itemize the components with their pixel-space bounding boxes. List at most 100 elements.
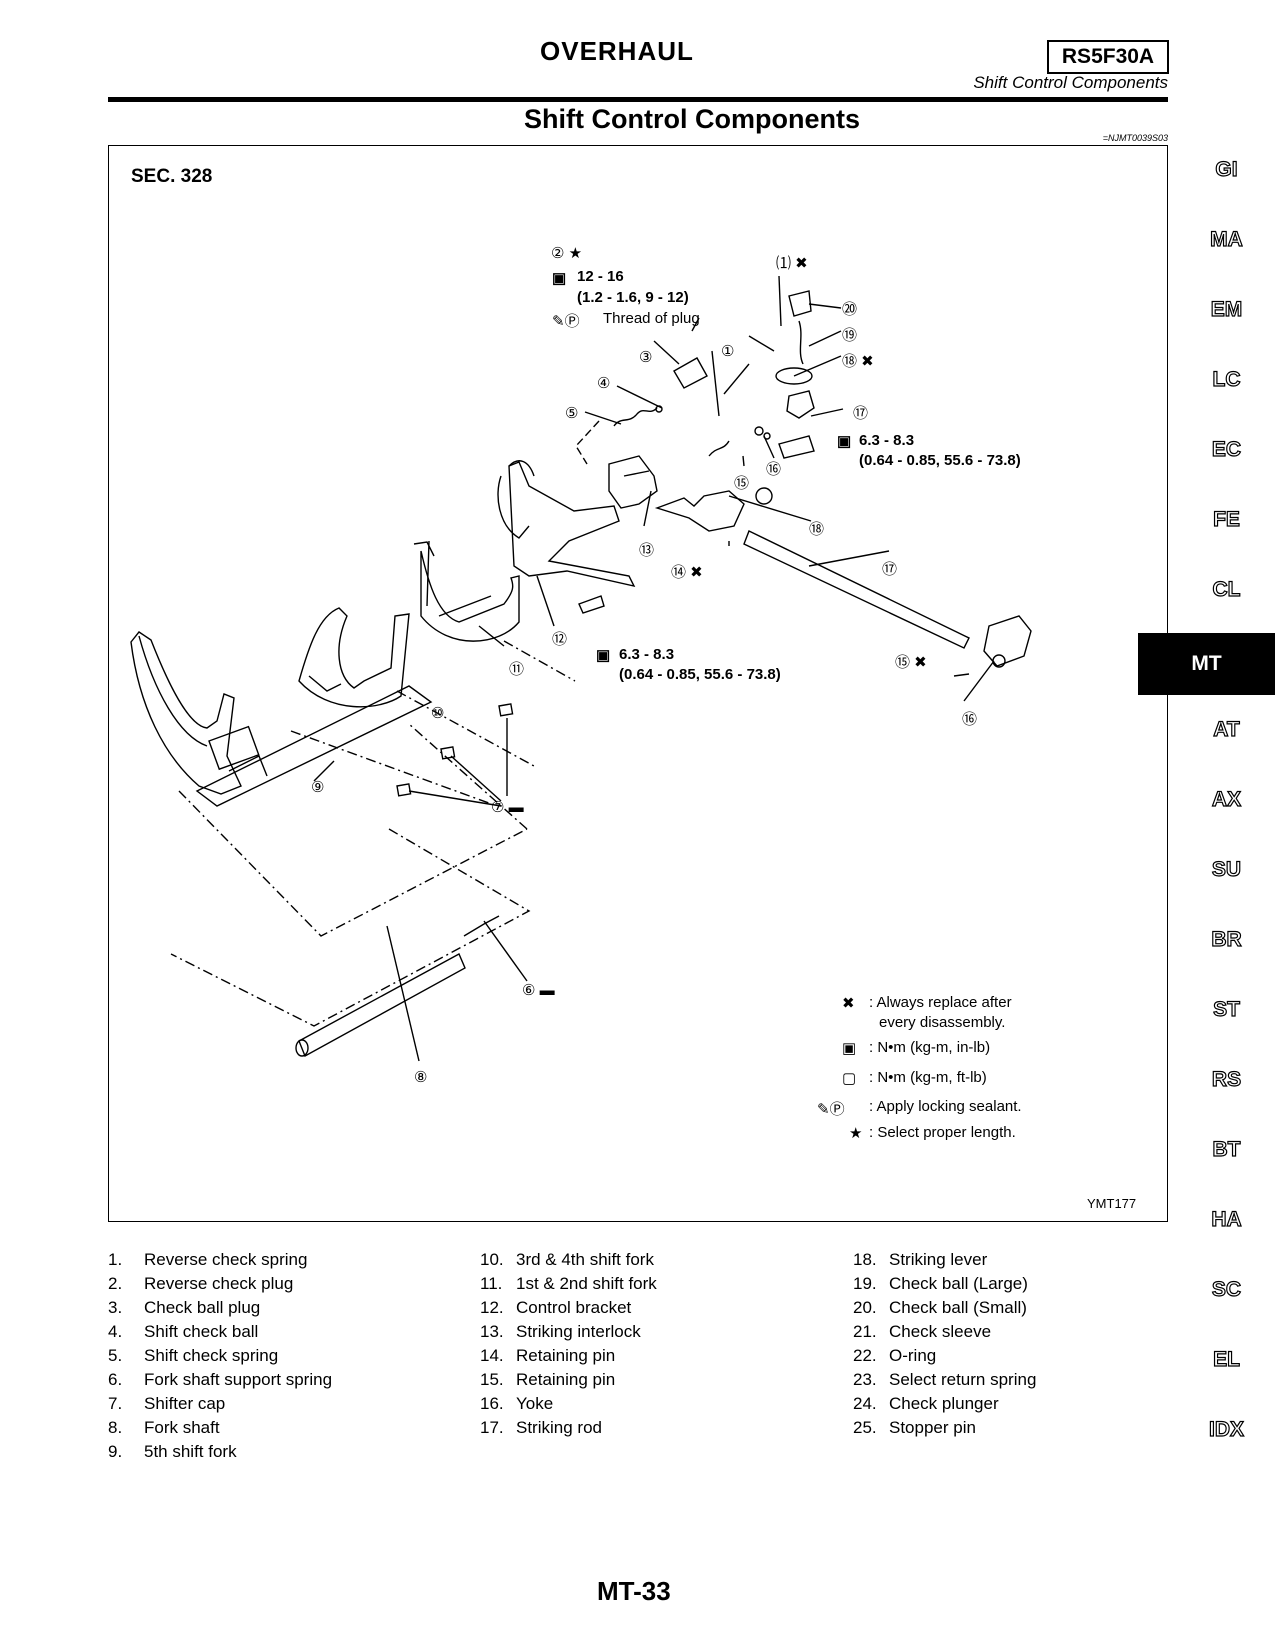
torque-icon-b: ▣ (596, 647, 611, 664)
torque-b-conversion: (0.64 - 0.85, 55.6 - 73.8) (619, 666, 781, 683)
figure-code: YMT177 (1087, 1196, 1137, 1211)
tab-gi[interactable]: GI (1215, 157, 1238, 181)
callout-1: ① (721, 343, 735, 360)
tab-sc[interactable]: SC (1211, 1277, 1242, 1301)
tab-rs[interactable]: RS (1211, 1067, 1242, 1091)
torque-icon-a: ▣ (837, 433, 852, 450)
tab-mt[interactable]: MT (1138, 633, 1275, 695)
callout-14: ⑭ ✖ (671, 564, 703, 581)
legend-replace: : Always replace after (869, 994, 1012, 1011)
list-item: 17.Striking rod (480, 1418, 602, 1437)
list-item: 21.Check sleeve (853, 1322, 992, 1341)
torque-b-value: 6.3 - 8.3 (619, 646, 675, 663)
list-item: 10.3rd & 4th shift fork (480, 1250, 654, 1269)
callout-22: ⑱ ✖ (842, 353, 874, 370)
torque-plug-conversion: (1.2 - 1.6, 9 - 12) (577, 289, 689, 306)
model-badge: RS5F30A (1047, 40, 1169, 74)
parts-list: 1.Reverse check spring 2.Reverse check p… (108, 1250, 1168, 1470)
diagram-drawing (130, 275, 1032, 1062)
list-item: 2.Reverse check plug (108, 1274, 294, 1293)
list-item: 8.Fork shaft (108, 1418, 220, 1437)
callout-10: ⑩ (431, 705, 445, 722)
legend-sealant: : Apply locking sealant. (869, 1098, 1022, 1115)
tab-ha[interactable]: HA (1211, 1207, 1243, 1231)
list-item: 3.Check ball plug (108, 1298, 261, 1317)
callout-8: ⑧ (414, 1069, 428, 1086)
torque-icon-plug: ▣ (552, 270, 567, 287)
list-item: 24.Check plunger (853, 1394, 999, 1413)
sealant-icon: ✎Ⓟ (552, 313, 580, 330)
legend-torque-inlb: : N•m (kg-m, in-lb) (869, 1039, 991, 1056)
callout-23: ⑲ (842, 327, 858, 344)
legend-star: : Select proper length. (869, 1124, 1016, 1141)
tab-el[interactable]: EL (1212, 1347, 1240, 1371)
tab-ma[interactable]: MA (1210, 227, 1244, 251)
section-subtitle: Shift Control Components (973, 73, 1168, 92)
callout-5: ⑤ (565, 405, 579, 422)
list-item: 5.Shift check spring (108, 1346, 279, 1365)
tab-em[interactable]: EM (1210, 297, 1243, 321)
list-item: 25.Stopper pin (853, 1418, 976, 1437)
list-item: 22.O-ring (853, 1346, 937, 1365)
list-item: 1.Reverse check spring (108, 1250, 308, 1269)
list-item: 14.Retaining pin (480, 1346, 616, 1365)
thread-of-plug-note: Thread of plug (603, 310, 700, 327)
callout-6: ⑥ ▬ (522, 982, 555, 999)
list-item: 19.Check ball (Large) (853, 1274, 1028, 1293)
torque-a-value: 6.3 - 8.3 (859, 432, 915, 449)
callout-3: ③ (639, 349, 653, 366)
tab-lc[interactable]: LC (1212, 367, 1241, 391)
callout-4: ④ (597, 375, 611, 392)
list-item: 20.Check ball (Small) (853, 1298, 1027, 1317)
tab-idx[interactable]: IDX (1208, 1417, 1244, 1441)
torque-ftlb-icon: ▢ (842, 1070, 857, 1087)
document-reference: =NJMT0039S03 (1102, 133, 1168, 143)
tab-fe[interactable]: FE (1212, 507, 1240, 531)
tab-ec[interactable]: EC (1211, 437, 1242, 461)
header-rule (108, 97, 1168, 102)
torque-a-conversion: (0.64 - 0.85, 55.6 - 73.8) (859, 452, 1021, 469)
callout-17: ⑰ (882, 561, 898, 578)
callout-12: ⑫ (552, 631, 568, 648)
list-item: 4.Shift check ball (108, 1322, 259, 1341)
callout-24: ⑳ (842, 301, 858, 318)
list-item: 7.Shifter cap (108, 1394, 226, 1413)
tab-cl[interactable]: CL (1212, 577, 1241, 601)
callout-15: ⑮ ✖ (895, 654, 927, 671)
callout-9: ⑨ (311, 779, 325, 796)
tab-ax[interactable]: AX (1211, 787, 1242, 811)
callout-7: ⑦ ▬ (491, 799, 524, 816)
list-item: 15.Retaining pin (480, 1370, 616, 1389)
section-number: SEC. 328 (131, 166, 213, 187)
legend-replace-cont: every disassembly. (879, 1014, 1006, 1031)
callout-13: ⑬ (639, 542, 655, 559)
tab-su[interactable]: SU (1211, 857, 1242, 881)
torque-inlb-icon: ▣ (842, 1040, 857, 1057)
replace-icon: ✖ (842, 995, 855, 1012)
list-item: 6.Fork shaft support spring (108, 1370, 333, 1389)
callout-16: ⑯ (962, 711, 978, 728)
tab-st[interactable]: ST (1212, 997, 1240, 1021)
list-item: 11.1st & 2nd shift fork (480, 1274, 657, 1293)
tab-at[interactable]: AT (1213, 717, 1241, 741)
list-item: 18.Striking lever (853, 1250, 988, 1269)
parts-column-1: 1.Reverse check spring 2.Reverse check p… (108, 1250, 332, 1466)
tab-br[interactable]: BR (1211, 927, 1243, 951)
sealant-legend-icon: ✎Ⓟ (817, 1101, 845, 1118)
callout-20: ⑯ (766, 461, 782, 478)
callout-25: ⑴ ✖ (776, 255, 808, 272)
callout-2: ② ★ (551, 245, 583, 262)
list-item: 13.Striking interlock (480, 1322, 641, 1341)
page-heading: Shift Control Components (524, 104, 860, 134)
legend-torque-ftlb: : N•m (kg-m, ft-lb) (869, 1069, 987, 1086)
callout-11: ⑪ (509, 661, 525, 678)
callout-18: ⑱ (809, 521, 825, 538)
torque-plug-value: 12 - 16 (577, 268, 624, 285)
list-item: 23.Select return spring (853, 1370, 1037, 1389)
page-number: MT-33 (597, 1576, 671, 1606)
parts-column-2: 10.3rd & 4th shift fork 11.1st & 2nd shi… (480, 1250, 657, 1442)
list-item: 9.5th shift fork (108, 1442, 237, 1461)
callout-21: ⑰ (853, 405, 869, 422)
exploded-diagram: SEC. 328 ② ★ ▣ 12 - 16 (1.2 - 1.6, 9 - 1… (108, 145, 1168, 1222)
tab-bt[interactable]: BT (1212, 1137, 1241, 1161)
